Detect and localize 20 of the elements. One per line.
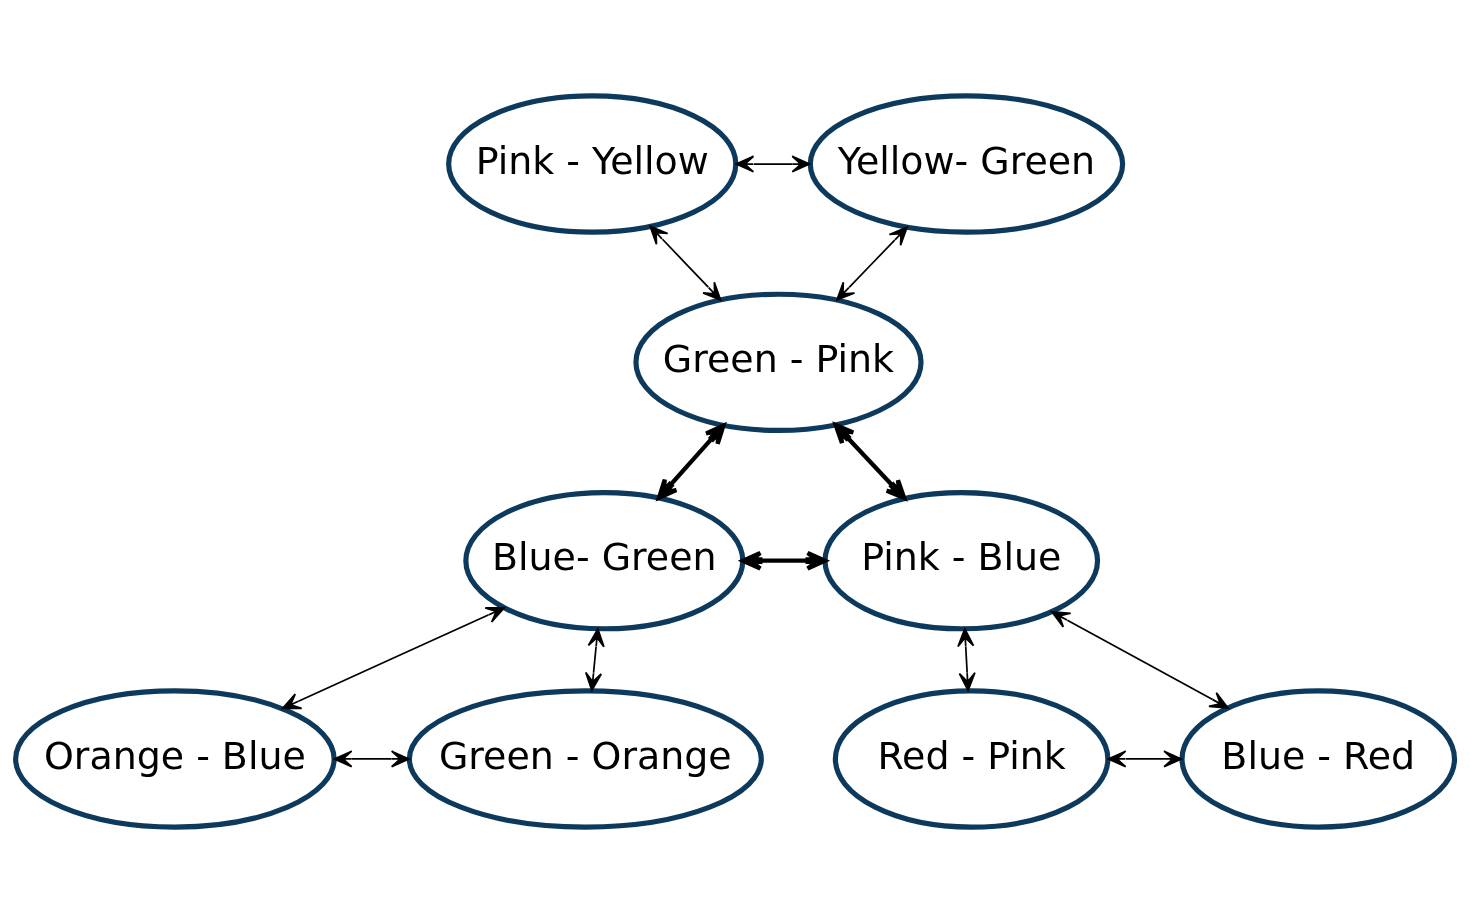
arrow [740,550,828,571]
node-ellipse: Blue - Red [1179,687,1458,830]
arrow [833,422,907,500]
node-ellipse: Pink - Yellow [446,92,739,235]
arrow [584,627,605,691]
arrow [333,749,410,768]
arrow [656,423,726,500]
arrow [836,226,908,301]
arrow [957,627,976,691]
arrow [1050,610,1229,709]
arrow [735,154,811,173]
node-ellipse: Red - Pink [832,687,1111,830]
arrow [649,224,722,301]
node-ellipse: Green - Orange [406,687,764,830]
node-ellipse: Yellow- Green [807,92,1126,235]
arrow [281,606,506,709]
node-ellipse: Orange - Blue [13,687,337,830]
node-ellipse: Green - Pink [633,291,924,433]
node-ellipse: Blue- Green [463,489,746,631]
arrow [1107,749,1183,768]
